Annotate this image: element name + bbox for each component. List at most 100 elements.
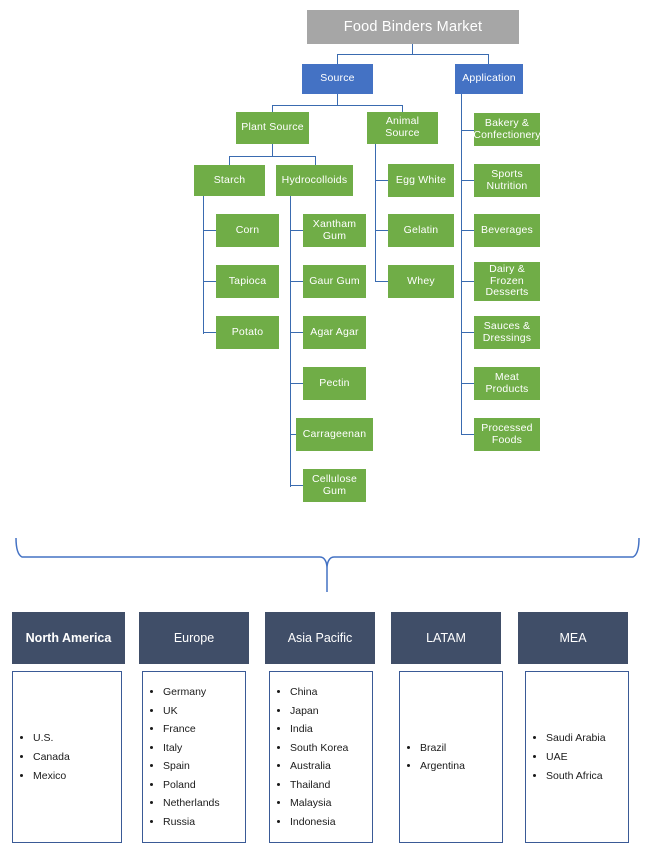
connector-app-bakery — [461, 130, 475, 132]
list-item: Canada — [33, 751, 121, 763]
connector-starch-tapioca — [203, 281, 217, 283]
list-item: Thailand — [290, 779, 372, 791]
region-header-europe[interactable]: Europe — [139, 612, 249, 664]
connector-hydro-cellulose — [290, 485, 304, 487]
connector-application-spine — [461, 94, 463, 435]
region-body-north-america: U.S. CanadaMexico — [12, 671, 122, 843]
node-beverages[interactable]: Beverages — [474, 214, 540, 247]
connector-to-application — [488, 54, 490, 64]
region-country-list-asia-pacific: ChinaJapanIndiaSouth KoreaAustraliaThail… — [270, 686, 372, 828]
list-item: South Africa — [546, 770, 628, 782]
connector-hydrocolloids-spine — [290, 196, 292, 487]
connector-to-starch — [229, 156, 231, 167]
connector-app-sauces — [461, 332, 475, 334]
connector-starch-potato — [203, 332, 217, 334]
connector-app-sports — [461, 180, 475, 182]
connector-animal-eggwhite — [375, 180, 389, 182]
connector-plant-bus — [229, 156, 316, 158]
node-application[interactable]: Application — [455, 64, 523, 94]
list-item: Argentina — [420, 760, 502, 772]
list-item: Malaysia — [290, 797, 372, 809]
region-header-north-america[interactable]: North America — [12, 612, 125, 664]
list-item: Brazil — [420, 742, 502, 754]
connector-to-hydrocolloids — [315, 156, 317, 167]
list-item: France — [163, 723, 245, 735]
region-body-asia-pacific: ChinaJapanIndiaSouth KoreaAustraliaThail… — [269, 671, 373, 843]
list-item: Italy — [163, 742, 245, 754]
node-agar-agar[interactable]: Agar Agar — [303, 316, 366, 349]
connector-animal-spine — [375, 144, 377, 282]
connector-animal-gelatin — [375, 230, 389, 232]
region-body-latam: BrazilArgentina — [399, 671, 503, 843]
connector-app-meat — [461, 383, 475, 385]
list-item: U.S. — [33, 732, 121, 744]
region-body-mea: Saudi ArabiaUAE South Africa — [525, 671, 629, 843]
list-item: Indonesia — [290, 816, 372, 828]
connector-starch-corn — [203, 230, 217, 232]
node-pectin[interactable]: Pectin — [303, 367, 366, 400]
region-country-list-latam: BrazilArgentina — [400, 742, 502, 773]
node-hydrocolloids[interactable]: Hydrocolloids — [276, 165, 353, 196]
list-item: India — [290, 723, 372, 735]
region-country-list-mea: Saudi ArabiaUAE South Africa — [526, 732, 628, 781]
region-header-mea[interactable]: MEA — [518, 612, 628, 664]
connector-to-plant-source — [272, 105, 274, 116]
connector-to-animal-source — [402, 105, 404, 116]
list-item: Netherlands — [163, 797, 245, 809]
list-item: Japan — [290, 705, 372, 717]
node-starch[interactable]: Starch — [194, 165, 265, 196]
node-whey[interactable]: Whey — [388, 265, 454, 298]
connector-source-bus — [272, 105, 403, 107]
node-source[interactable]: Source — [302, 64, 373, 94]
list-item: Australia — [290, 760, 372, 772]
connector-to-source — [337, 54, 339, 64]
connector-app-beverages — [461, 230, 475, 232]
node-potato[interactable]: Potato — [216, 316, 279, 349]
connector-hydro-gaur — [290, 281, 304, 283]
node-plant-source[interactable]: Plant Source — [236, 112, 309, 144]
connector-hydro-pectin — [290, 383, 304, 385]
node-gelatin[interactable]: Gelatin — [388, 214, 454, 247]
list-item: Poland — [163, 779, 245, 791]
node-bakery-confectionery[interactable]: Bakery &Confectionery — [473, 113, 541, 146]
connector-source-stem — [337, 94, 339, 106]
connector-root-stem — [412, 44, 414, 55]
list-item: Spain — [163, 760, 245, 772]
node-carrageenan[interactable]: Carrageenan — [296, 418, 373, 451]
list-item: Germany — [163, 686, 245, 698]
connector-hydro-xantham — [290, 230, 304, 232]
connector-starch-spine — [203, 196, 205, 334]
node-gaur-gum[interactable]: Gaur Gum — [303, 265, 366, 298]
list-item: UK — [163, 705, 245, 717]
list-item: China — [290, 686, 372, 698]
region-brace-icon — [15, 537, 640, 592]
node-sauces-dressings[interactable]: Sauces &Dressings — [474, 316, 540, 349]
region-country-list-europe: GermanyUK FranceItalySpainPolandNetherlan… — [143, 686, 245, 828]
node-tapioca[interactable]: Tapioca — [216, 265, 279, 298]
list-item: Saudi Arabia — [546, 732, 628, 744]
node-egg-white[interactable]: Egg White — [388, 164, 454, 197]
region-header-latam[interactable]: LATAM — [391, 612, 501, 664]
connector-plant-stem — [272, 144, 274, 157]
connector-root-bus — [337, 54, 489, 56]
connector-animal-whey — [375, 281, 389, 283]
list-item: UAE — [546, 751, 628, 763]
region-header-asia-pacific[interactable]: Asia Pacific — [265, 612, 375, 664]
connector-app-dairy — [461, 281, 475, 283]
node-root-food-binders-market[interactable]: Food Binders Market — [307, 10, 519, 44]
region-body-europe: GermanyUK FranceItalySpainPolandNetherlan… — [142, 671, 246, 843]
node-corn[interactable]: Corn — [216, 214, 279, 247]
region-country-list-north-america: U.S. CanadaMexico — [13, 732, 121, 781]
list-item: South Korea — [290, 742, 372, 754]
connector-app-processed — [461, 434, 475, 436]
list-item: Mexico — [33, 770, 121, 782]
list-item: Russia — [163, 816, 245, 828]
